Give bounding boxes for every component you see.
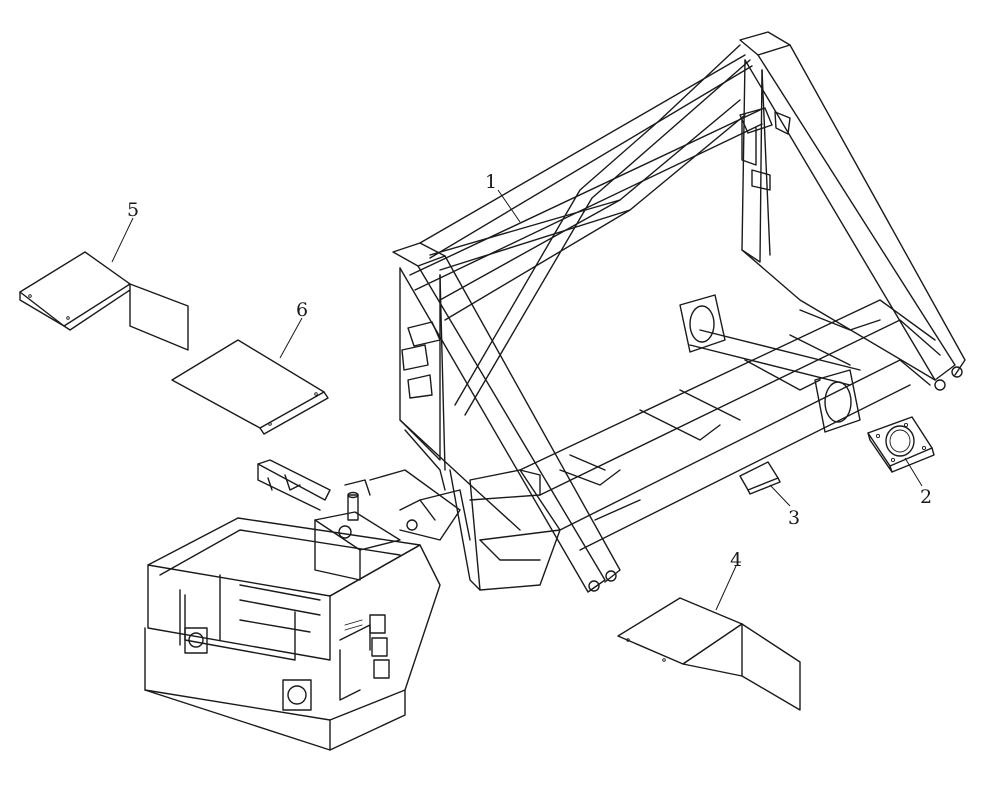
small-bracket <box>739 461 781 495</box>
callout-labels: 1 2 3 4 5 6 <box>127 171 932 571</box>
callout-leaders <box>111 189 923 611</box>
flange-plate <box>867 416 935 473</box>
leader-6 <box>279 317 303 359</box>
leader-3 <box>769 484 791 507</box>
callout-4: 4 <box>730 549 742 571</box>
leader-1 <box>497 189 521 223</box>
cover-plate-5 <box>19 251 189 351</box>
leader-4 <box>715 565 737 611</box>
leader-5 <box>111 217 134 263</box>
cover-plate-6 <box>171 339 329 435</box>
callout-5: 5 <box>127 199 139 221</box>
callout-6: 6 <box>296 299 308 321</box>
cover-plate-4 <box>617 597 801 711</box>
callout-2: 2 <box>920 486 932 508</box>
main-frame <box>392 31 966 593</box>
front-box-assembly <box>144 459 461 751</box>
leader-2 <box>904 457 923 487</box>
callout-3: 3 <box>788 507 800 529</box>
callout-1: 1 <box>485 171 497 193</box>
